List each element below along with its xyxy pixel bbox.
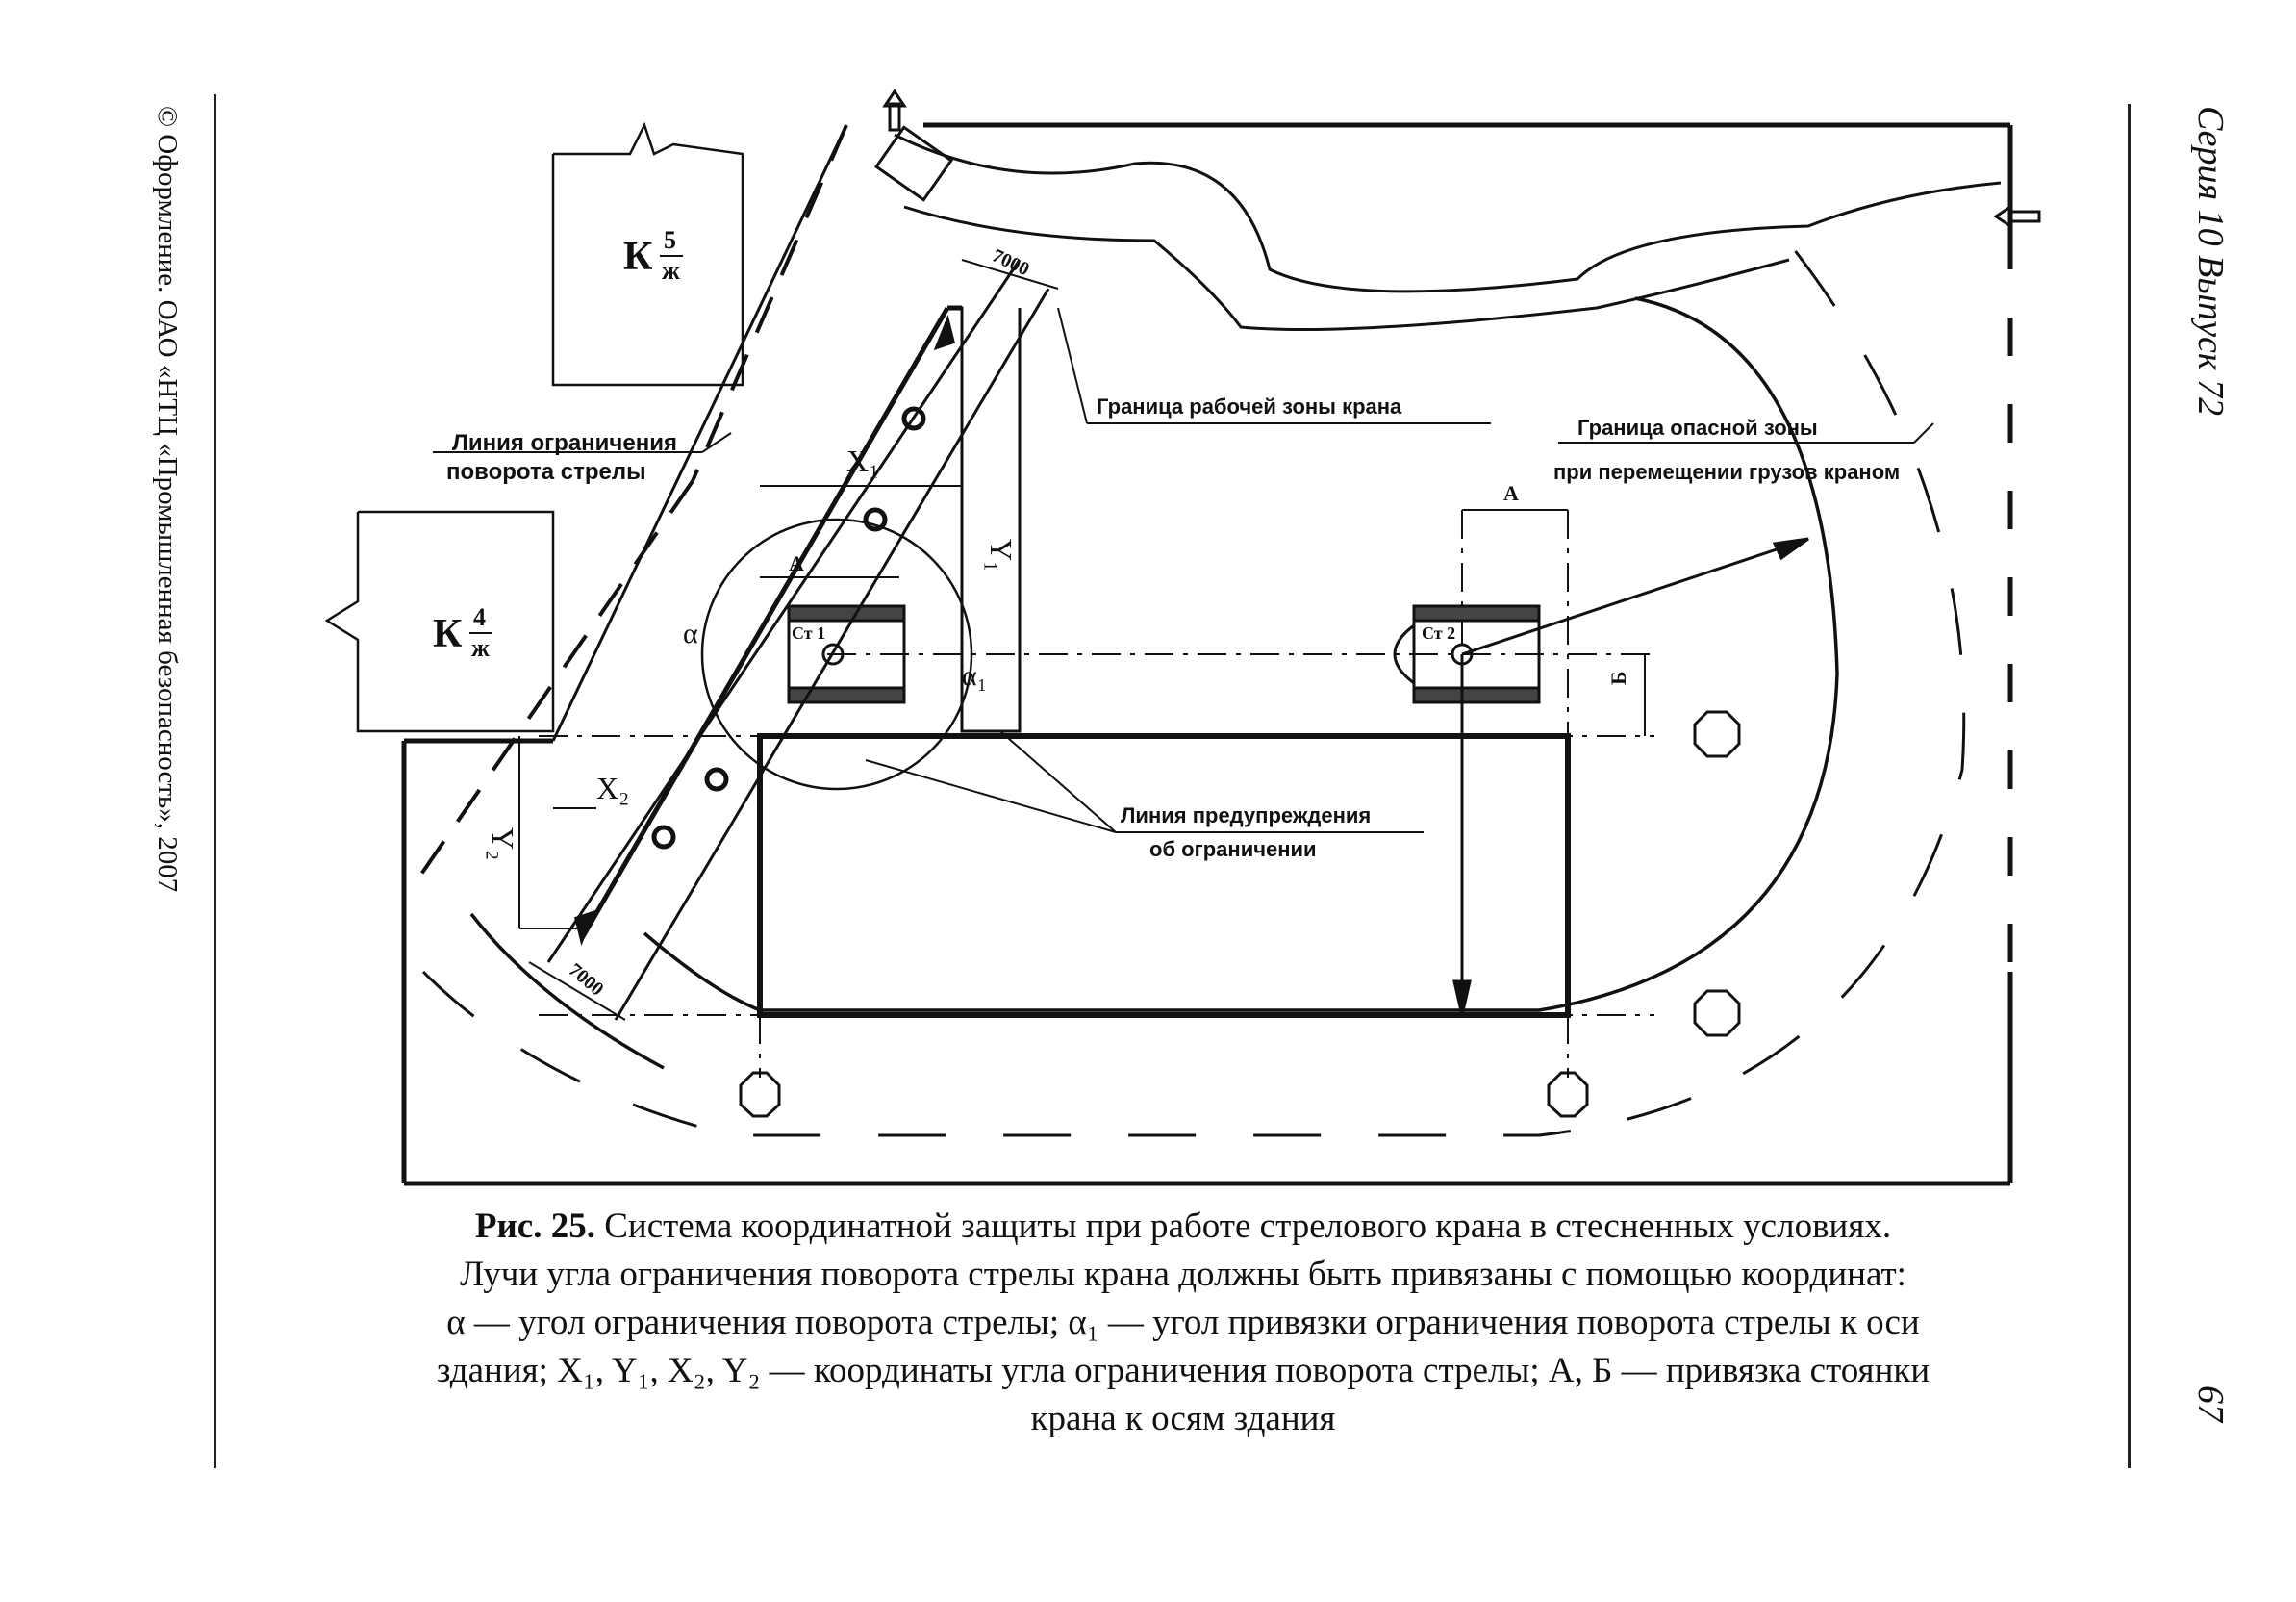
label-danger-zone-1: Граница опасной зоны: [1577, 416, 1818, 440]
exit-arrow-icon: [1993, 204, 2041, 229]
x1-label: X₁: [846, 444, 879, 478]
dimension-lines: [518, 259, 1646, 1021]
caption-line-4: здания; X₁, Y₁, X₂, Y₂ — координаты угла…: [436, 1351, 1930, 1390]
label-limit-line-1: Линия ограничения: [452, 430, 677, 456]
right-margin-rule: [2128, 104, 2131, 1468]
building-k4: [324, 510, 555, 733]
k4-num: 4: [473, 603, 486, 631]
limit-dashed-line: [412, 124, 848, 887]
crane1-label: Ст 1: [792, 623, 825, 643]
danger-zone-boundary: [469, 296, 1839, 1070]
entry-arrow-icon: [882, 89, 907, 132]
truck: [873, 125, 954, 202]
y2-label: Y₂: [486, 827, 520, 860]
limit-line-main: [574, 305, 962, 947]
crane2-body: [1393, 604, 1541, 704]
b-label: Б: [1606, 671, 1630, 685]
caption-line-2: Лучи угла ограничения поворота стрелы кр…: [460, 1255, 1906, 1294]
left-margin-rule: [214, 94, 216, 1468]
crane1-body: [787, 604, 906, 704]
k5-num: 5: [664, 226, 676, 254]
k5-letter: К: [623, 235, 653, 279]
outer-arcs: [421, 230, 1966, 1137]
crane1-swing-circle: [700, 518, 973, 791]
axis-bubbles: [739, 710, 1741, 1118]
dim-7000-bottom: 7000: [565, 959, 608, 1001]
access-road: [894, 133, 2002, 331]
caption-line-5: крана к осям здания: [1030, 1399, 1336, 1438]
caption-line-1-text: Система координатной защиты при работе с…: [594, 1207, 1892, 1246]
building-k5: [551, 121, 744, 387]
caption-line-1: Рис. 25. Система координатной защиты при…: [250, 1203, 2116, 1251]
site-boundary: [401, 122, 2013, 1186]
label-limit-line-2: поворота стрелы: [446, 459, 646, 485]
x2-label: X₂: [596, 771, 629, 805]
figure-caption: Рис. 25. Система координатной защиты при…: [250, 1203, 2116, 1443]
limit-line-outer: [546, 124, 1050, 1021]
label-leaders: [433, 307, 1934, 833]
caption-fig-number: Рис. 25.: [474, 1207, 595, 1246]
y1-label: Y₁: [984, 539, 1019, 572]
label-warning-1: Линия предупреждения: [1121, 803, 1371, 827]
alpha1-label: α₁: [962, 660, 987, 692]
k4-letter: К: [433, 612, 463, 656]
alpha-label: α: [683, 618, 698, 649]
label-danger-zone-2: при перемещении грузов краном: [1553, 460, 1900, 484]
building-under-construction: [757, 733, 1571, 1018]
caption-line-3: α — угол ограничения поворота стрелы; α₁…: [446, 1303, 1920, 1342]
label-warning-2: об ограничении: [1149, 837, 1317, 861]
crane2-label: Ст 2: [1422, 623, 1455, 643]
crane2-boom-arrows: [1452, 537, 1809, 1016]
k4-den: ж: [471, 634, 490, 662]
axis-lines: [539, 510, 1654, 1078]
k5-den: ж: [662, 257, 680, 285]
a-left-label: А: [789, 551, 804, 575]
label-work-zone: Граница рабочей зоны крана: [1097, 394, 1402, 419]
a-right-label: А: [1503, 481, 1519, 505]
